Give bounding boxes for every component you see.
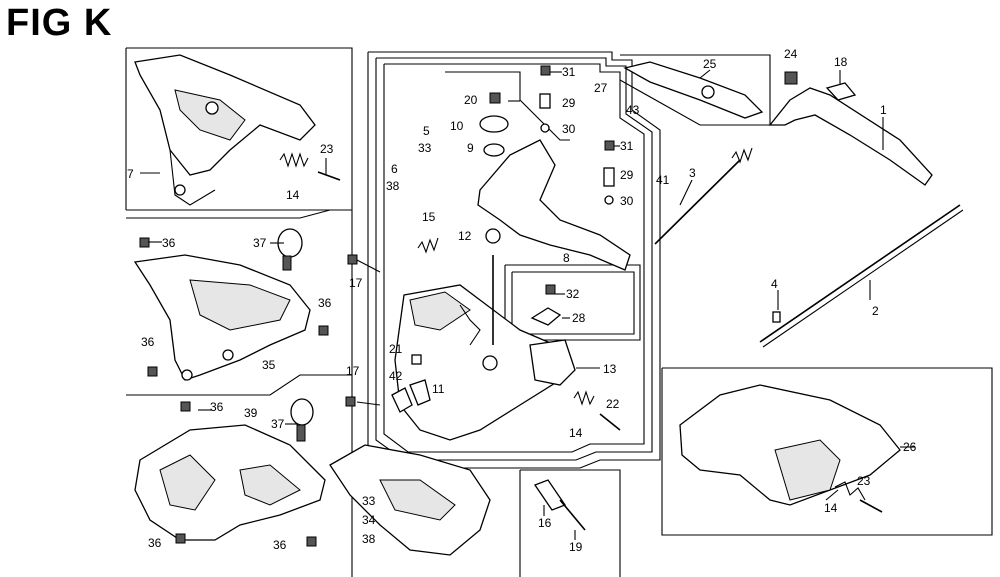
part-26-cover [679, 384, 901, 513]
callout-37: 37 [253, 236, 267, 250]
callout-17: 17 [349, 276, 363, 290]
part-25-bar [623, 61, 764, 119]
callout-22: 22 [606, 397, 620, 411]
callout-18: 18 [834, 55, 848, 69]
callout-16: 16 [538, 516, 552, 530]
part-1-lever [768, 71, 933, 186]
callout-7: 7 [127, 167, 134, 181]
callout-labels: 7 23 14 36 37 36 36 35 36 39 37 36 36 6 … [127, 47, 917, 554]
callout-38: 38 [386, 179, 400, 193]
callout-33: 33 [418, 141, 432, 155]
callout-38: 38 [362, 532, 376, 546]
callout-14: 14 [286, 188, 300, 202]
callout-27: 27 [594, 81, 608, 95]
callout-31: 31 [620, 139, 634, 153]
part-7-bracket [134, 54, 316, 206]
callout-34: 34 [362, 513, 376, 527]
callout-19: 19 [569, 540, 583, 554]
callout-10: 10 [450, 119, 464, 133]
callout-15: 15 [422, 210, 436, 224]
callout-14: 14 [569, 426, 583, 440]
callout-32: 32 [566, 287, 580, 301]
callout-31: 31 [562, 65, 576, 79]
callout-42: 42 [389, 369, 403, 383]
part-39-cover [134, 398, 326, 547]
callout-23: 23 [320, 142, 334, 156]
callout-30: 30 [620, 194, 634, 208]
callout-41: 41 [656, 173, 670, 187]
callout-36: 36 [273, 538, 287, 552]
callout-36: 36 [210, 400, 224, 414]
callout-26: 26 [903, 440, 917, 454]
callout-37: 37 [271, 417, 285, 431]
callout-28: 28 [572, 311, 586, 325]
callout-35: 35 [262, 358, 276, 372]
callout-14: 14 [824, 501, 838, 515]
callout-1: 1 [880, 103, 887, 117]
callout-12: 12 [458, 229, 472, 243]
callout-3: 3 [689, 166, 696, 180]
callout-11: 11 [432, 382, 445, 396]
part-35-cover [133, 228, 329, 381]
callout-8: 8 [563, 251, 570, 265]
leader-lines [140, 69, 915, 540]
callout-21: 21 [389, 342, 403, 356]
part-main-plate [394, 255, 576, 441]
callout-30: 30 [562, 122, 576, 136]
part-14-spring-top [279, 152, 341, 181]
callout-13: 13 [603, 362, 617, 376]
callout-9: 9 [467, 141, 474, 155]
callout-36: 36 [141, 335, 155, 349]
figure-title: FIG K [6, 2, 113, 44]
callout-17: 17 [346, 364, 360, 378]
part-16-19 [534, 479, 586, 531]
callout-24: 24 [784, 47, 798, 61]
part-springs [417, 147, 753, 431]
part-8-lever [477, 92, 631, 271]
callout-20: 20 [464, 93, 478, 107]
callout-23: 23 [857, 474, 871, 488]
callout-43: 43 [626, 103, 640, 117]
callout-39: 39 [244, 406, 258, 420]
callout-36: 36 [148, 536, 162, 550]
part-small-bolts [345, 65, 615, 413]
callout-29: 29 [562, 96, 576, 110]
callout-36: 36 [162, 236, 176, 250]
callout-5: 5 [423, 124, 430, 138]
part-2-3-rods [654, 159, 964, 348]
callout-25: 25 [703, 57, 717, 71]
callout-4: 4 [771, 277, 778, 291]
callout-2: 2 [872, 304, 879, 318]
callout-36: 36 [318, 296, 332, 310]
callout-6: 6 [391, 162, 398, 176]
part-33-plate [329, 444, 491, 556]
callout-33: 33 [362, 494, 376, 508]
callout-29: 29 [620, 168, 634, 182]
